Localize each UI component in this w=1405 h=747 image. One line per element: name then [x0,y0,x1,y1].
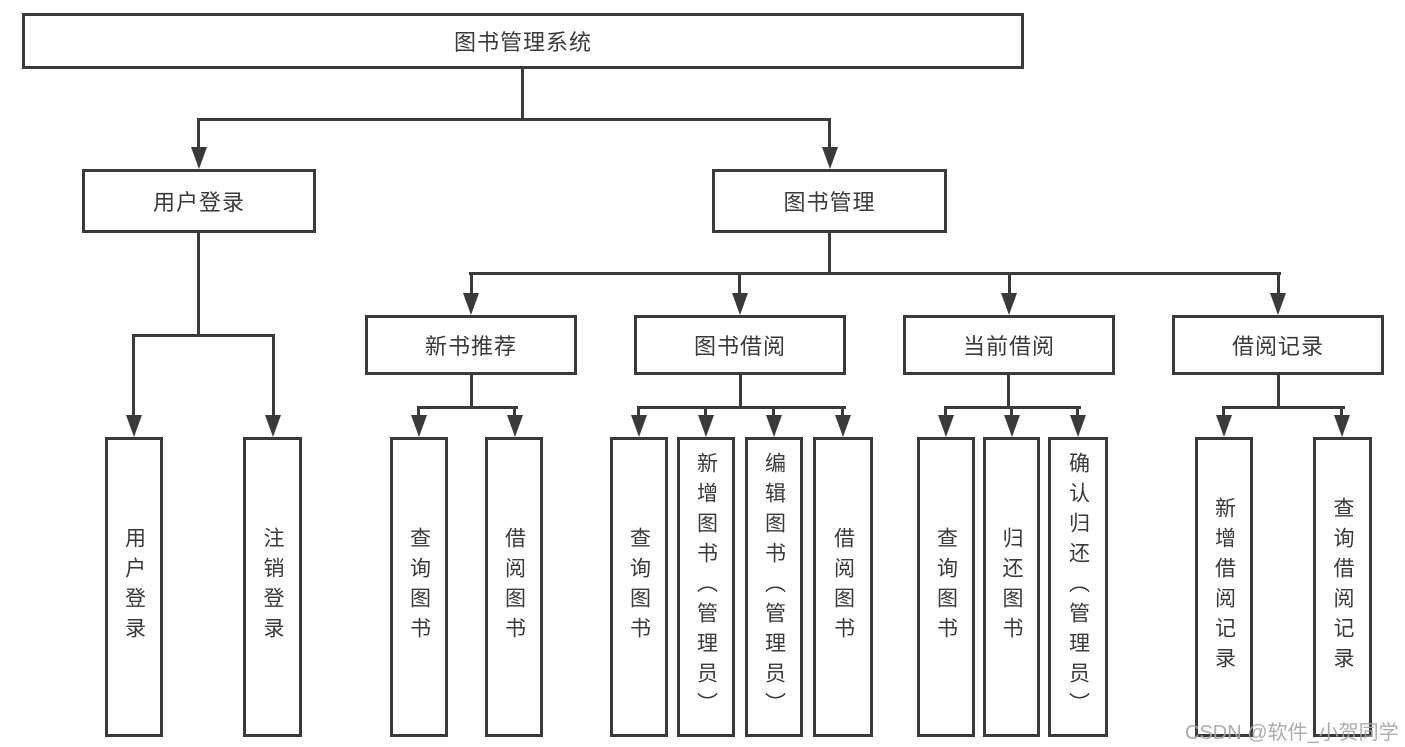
node-user-login-group-label: 用户登录 [152,190,245,215]
connector-line [828,233,831,275]
connector-line [1277,272,1280,296]
connector-line [470,272,473,296]
node-leaf-logout: 注销登录 [243,437,302,737]
csdn-watermark: CSDN @软件_小贺同学 [1185,722,1399,744]
node-leaf-query-books-current-label: 查询图书 [934,527,958,647]
connector-line [513,406,516,422]
node-leaf-query-borrow-record: 查询借阅记录 [1313,437,1372,737]
connector-line [470,375,473,409]
connector-line [1007,375,1010,409]
connector-line [637,406,640,422]
connector-line [841,406,844,422]
node-leaf-borrow-books-recommend: 借阅图书 [485,437,543,737]
node-book-management: 图书管理 [712,169,947,233]
node-leaf-return-books: 归还图书 [983,437,1040,737]
connector-line [132,334,135,422]
arrowhead-icon [507,415,523,437]
node-leaf-confirm-return-admin: 确认归还（管理员） [1048,437,1108,737]
arrowhead-icon [1004,415,1020,437]
node-user-login-group: 用户登录 [82,169,316,233]
connector-line [1008,272,1011,296]
node-current-borrow-label: 当前借阅 [962,334,1055,359]
node-leaf-add-borrow-record: 新增借阅记录 [1195,437,1253,737]
arrowhead-icon [1270,293,1286,315]
connector-line [1010,406,1013,422]
node-borrow-records: 借阅记录 [1172,315,1384,375]
node-new-book-recommend-label: 新书推荐 [424,334,517,359]
connector-line [772,406,775,422]
arrowhead-icon [766,415,782,437]
connector-line [738,272,741,296]
connector-line [521,69,524,121]
node-new-book-recommend: 新书推荐 [365,315,577,375]
arrowhead-icon [1334,415,1350,437]
node-leaf-add-books-admin-label: 新增图书（管理员） [694,452,718,722]
arrowhead-icon [822,147,838,169]
arrowhead-icon [1070,415,1086,437]
arrowhead-icon [1001,293,1017,315]
node-leaf-query-books-borrow-label: 查询图书 [627,527,651,647]
connector-line [132,334,275,337]
node-leaf-query-books-borrow: 查询图书 [610,437,668,737]
arrowhead-icon [126,415,142,437]
node-leaf-confirm-return-admin-label: 确认归还（管理员） [1066,452,1090,722]
connector-line [272,334,275,422]
arrowhead-icon [463,293,479,315]
connector-line [417,406,420,422]
arrowhead-icon [732,293,748,315]
connector-line [1277,375,1280,409]
connector-line [1076,406,1079,422]
arrowhead-icon [1216,415,1232,437]
node-leaf-add-books-admin: 新增图书（管理员） [677,437,735,737]
arrowhead-icon [411,415,427,437]
node-leaf-query-books-current: 查询图书 [917,437,975,737]
arrowhead-icon [938,415,954,437]
arrowhead-icon [191,147,207,169]
connector-line [197,233,200,337]
node-leaf-return-books-label: 归还图书 [1000,527,1023,647]
node-root-label: 图书管理系统 [453,30,592,55]
connector-line [417,406,518,409]
connector-line [469,272,1281,275]
arrowhead-icon [698,415,714,437]
connector-line [1340,406,1343,422]
node-current-borrow: 当前借阅 [903,315,1115,375]
node-book-borrow: 图书借阅 [634,315,846,375]
node-leaf-user-login-label: 用户登录 [122,527,146,647]
connector-line [1222,406,1345,409]
connector-line [739,375,742,409]
node-root: 图书管理系统 [22,13,1024,69]
node-leaf-edit-books-admin-label: 编辑图书（管理员） [762,452,786,722]
arrowhead-icon [265,415,281,437]
node-leaf-query-books-recommend-label: 查询图书 [407,527,431,647]
node-leaf-user-login: 用户登录 [105,437,163,737]
node-leaf-borrow-books: 借阅图书 [813,437,873,737]
node-borrow-records-label: 借阅记录 [1231,334,1324,359]
connector-line [1222,406,1225,422]
arrowhead-icon [631,415,647,437]
connector-line [944,406,947,422]
connector-line [828,118,831,152]
connector-line [197,118,200,152]
node-leaf-logout-label: 注销登录 [261,527,284,647]
node-leaf-borrow-books-label: 借阅图书 [831,527,855,647]
connector-line [197,118,831,121]
node-book-management-label: 图书管理 [783,190,876,215]
node-leaf-query-books-recommend: 查询图书 [390,437,448,737]
node-leaf-query-borrow-record-label: 查询借阅记录 [1331,497,1354,677]
node-book-borrow-label: 图书借阅 [693,334,786,359]
node-leaf-borrow-books-recommend-label: 借阅图书 [502,527,526,647]
connector-line [704,406,707,422]
node-leaf-edit-books-admin: 编辑图书（管理员） [745,437,803,737]
node-leaf-add-borrow-record-label: 新增借阅记录 [1212,497,1236,677]
arrowhead-icon [835,415,851,437]
connector-line [637,406,846,409]
